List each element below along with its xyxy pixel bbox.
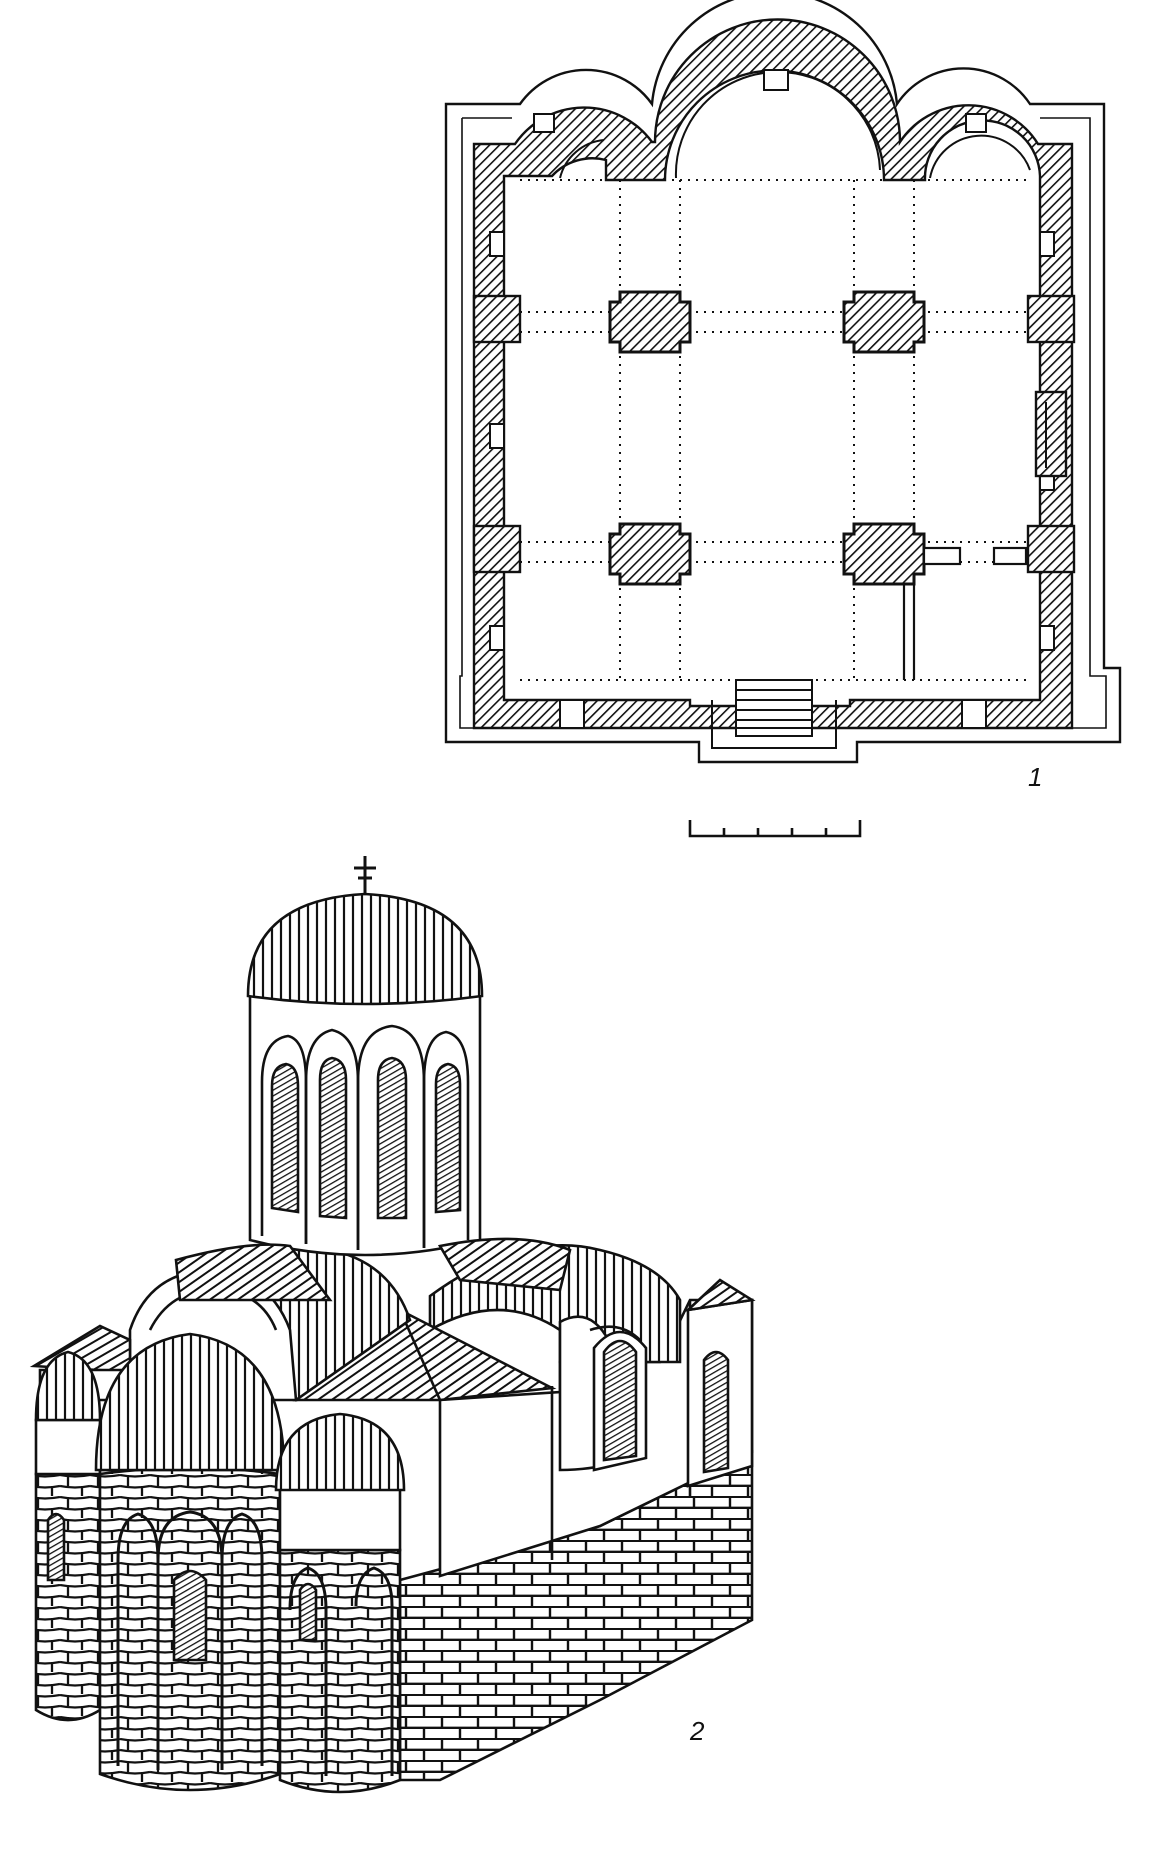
- plan-bay-grid: [520, 179, 1030, 681]
- left-small-apse: [34, 1472, 102, 1722]
- scale-bar: [688, 820, 862, 838]
- plan-wall-windows: [489, 69, 1055, 729]
- dome-cross: [354, 856, 376, 894]
- main-dome: [246, 892, 484, 1006]
- plan-foundation-outline: [444, 0, 1122, 764]
- right-small-apse: [278, 1548, 402, 1794]
- plan-label: 1: [1028, 762, 1042, 792]
- plan-piers: [608, 290, 926, 586]
- plan-entrance-steps: [711, 679, 837, 749]
- drum-arcade: [260, 1024, 470, 1250]
- church-floor-plan: 1: [444, 0, 1122, 792]
- perspective-label: 2: [689, 1716, 705, 1746]
- church-perspective-view: 2: [29, 856, 756, 1794]
